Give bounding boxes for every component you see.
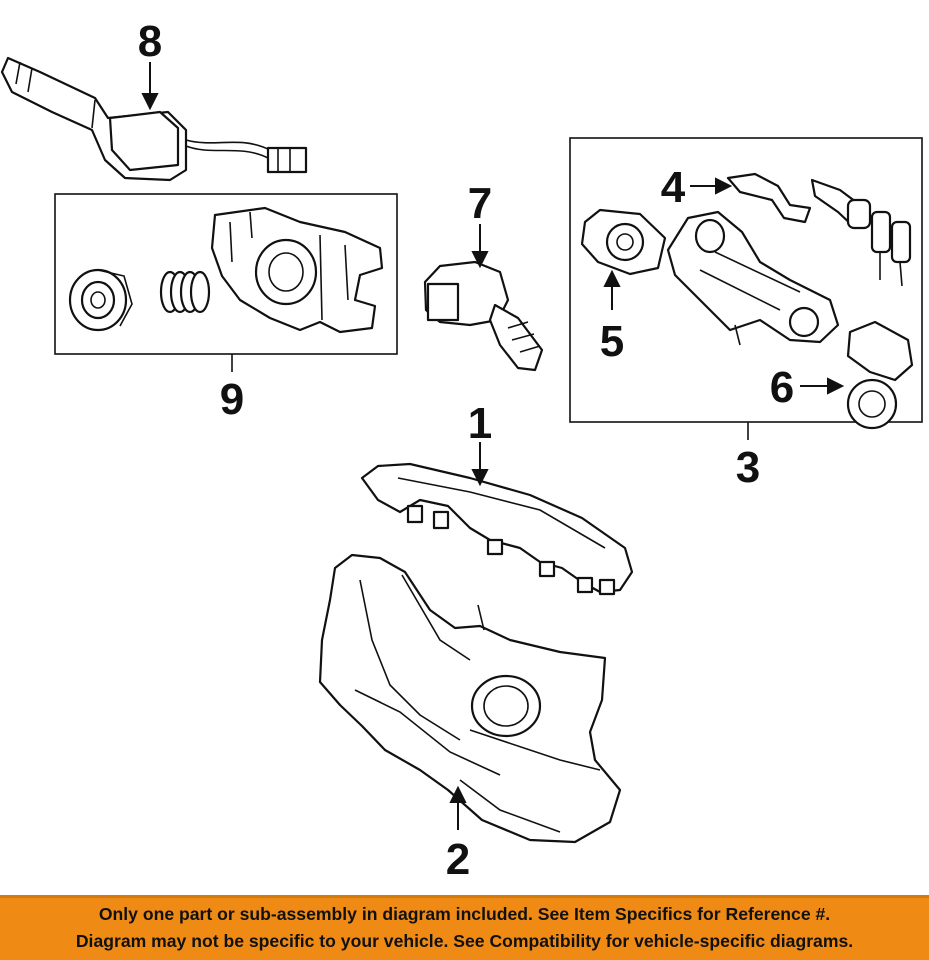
part-9-group-box bbox=[54, 193, 398, 355]
part-5-lock-cylinder bbox=[580, 208, 667, 276]
callout-6: 6 bbox=[770, 363, 794, 412]
callout-4-arrow bbox=[690, 177, 733, 195]
callout-3: 3 bbox=[736, 443, 760, 492]
part-6-immobilizer-ring bbox=[846, 320, 914, 430]
callout-5: 5 bbox=[600, 317, 624, 366]
callout-5-arrow bbox=[603, 269, 621, 310]
callout-2: 2 bbox=[446, 835, 470, 884]
part-2-lower-column-cover bbox=[318, 553, 622, 844]
part-9-switch-assembly bbox=[68, 206, 384, 334]
part-3-group-box bbox=[569, 137, 923, 423]
disclaimer-banner: Only one part or sub-assembly in diagram… bbox=[0, 895, 929, 960]
callout-7: 7 bbox=[468, 179, 492, 228]
part-8-combination-switch bbox=[0, 56, 308, 182]
part-4-bracket bbox=[726, 172, 812, 224]
disclaimer-line-1: Only one part or sub-assembly in diagram… bbox=[98, 904, 831, 924]
callout-8: 8 bbox=[138, 17, 162, 66]
callout-1: 1 bbox=[468, 399, 492, 448]
callout-8-arrow bbox=[141, 62, 159, 111]
ignition-lock-housing bbox=[666, 210, 840, 346]
callout-6-arrow bbox=[800, 377, 845, 395]
callout-7-arrow bbox=[471, 224, 489, 269]
part-7-switch bbox=[423, 260, 544, 372]
disclaimer-line-2: Diagram may not be specific to your vehi… bbox=[75, 931, 854, 951]
callout-9: 9 bbox=[220, 375, 244, 424]
ignition-keys bbox=[810, 178, 912, 287]
callout-4: 4 bbox=[661, 163, 686, 212]
callout-2-arrow bbox=[449, 785, 467, 830]
callout-1-arrow bbox=[471, 442, 489, 487]
part-1-upper-column-cover bbox=[360, 462, 634, 596]
exploded-parts-diagram: 8 9 bbox=[0, 17, 923, 884]
